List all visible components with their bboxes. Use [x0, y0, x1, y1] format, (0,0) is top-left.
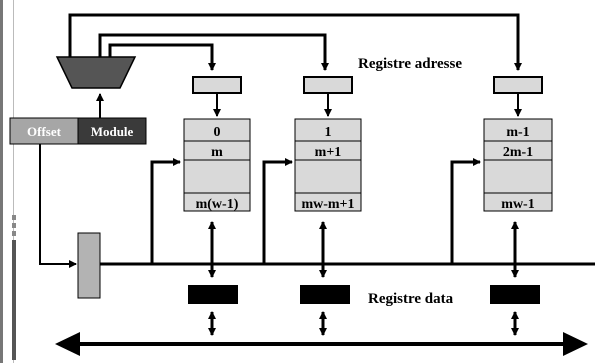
- module-0-row-top: 0: [214, 125, 221, 140]
- address-register-1: [303, 76, 353, 94]
- address-register-2: [493, 76, 543, 94]
- module-1-row-second: m+1: [315, 145, 342, 160]
- module-2-row-bottom: mw-1: [501, 197, 534, 212]
- register-bus-links: [208, 311, 519, 336]
- address-register-label: Registre adresse: [358, 56, 462, 72]
- offset-box: [9, 117, 79, 145]
- module-label: Module: [91, 124, 134, 139]
- data-bus: [55, 332, 588, 356]
- data-registers: [188, 285, 540, 304]
- address-registers: [192, 76, 543, 94]
- bus-branches: [150, 158, 481, 264]
- offset-mux: [77, 232, 101, 299]
- module-data-links: [208, 221, 519, 278]
- module-2-row-second: 2m-1: [503, 145, 533, 160]
- memory-module-1: 1 m+1 mw-m+1: [294, 118, 362, 212]
- module-2-row-top: m-1: [506, 125, 529, 140]
- module-box: [77, 117, 147, 145]
- address-register-0: [192, 76, 242, 94]
- data-register-1: [300, 285, 350, 304]
- memory-module-2: m-1 2m-1 mw-1: [483, 118, 553, 212]
- memory-module-0: 0 m m(w-1): [183, 118, 251, 212]
- data-register-label: Registre data: [368, 291, 454, 307]
- data-register-0: [188, 285, 238, 304]
- left-edge-bar: [0, 0, 16, 363]
- offset-label: Offset: [27, 124, 62, 139]
- module-0-row-second: m: [211, 145, 223, 160]
- address-lines: [68, 13, 522, 71]
- decoder: [55, 56, 137, 89]
- module-0-row-bottom: m(w-1): [196, 197, 239, 212]
- data-register-2: [490, 285, 540, 304]
- module-1-row-bottom: mw-m+1: [301, 197, 354, 212]
- register-to-module-arrows: [213, 93, 522, 117]
- offset-line: [39, 144, 77, 268]
- module-1-row-top: 1: [325, 125, 332, 140]
